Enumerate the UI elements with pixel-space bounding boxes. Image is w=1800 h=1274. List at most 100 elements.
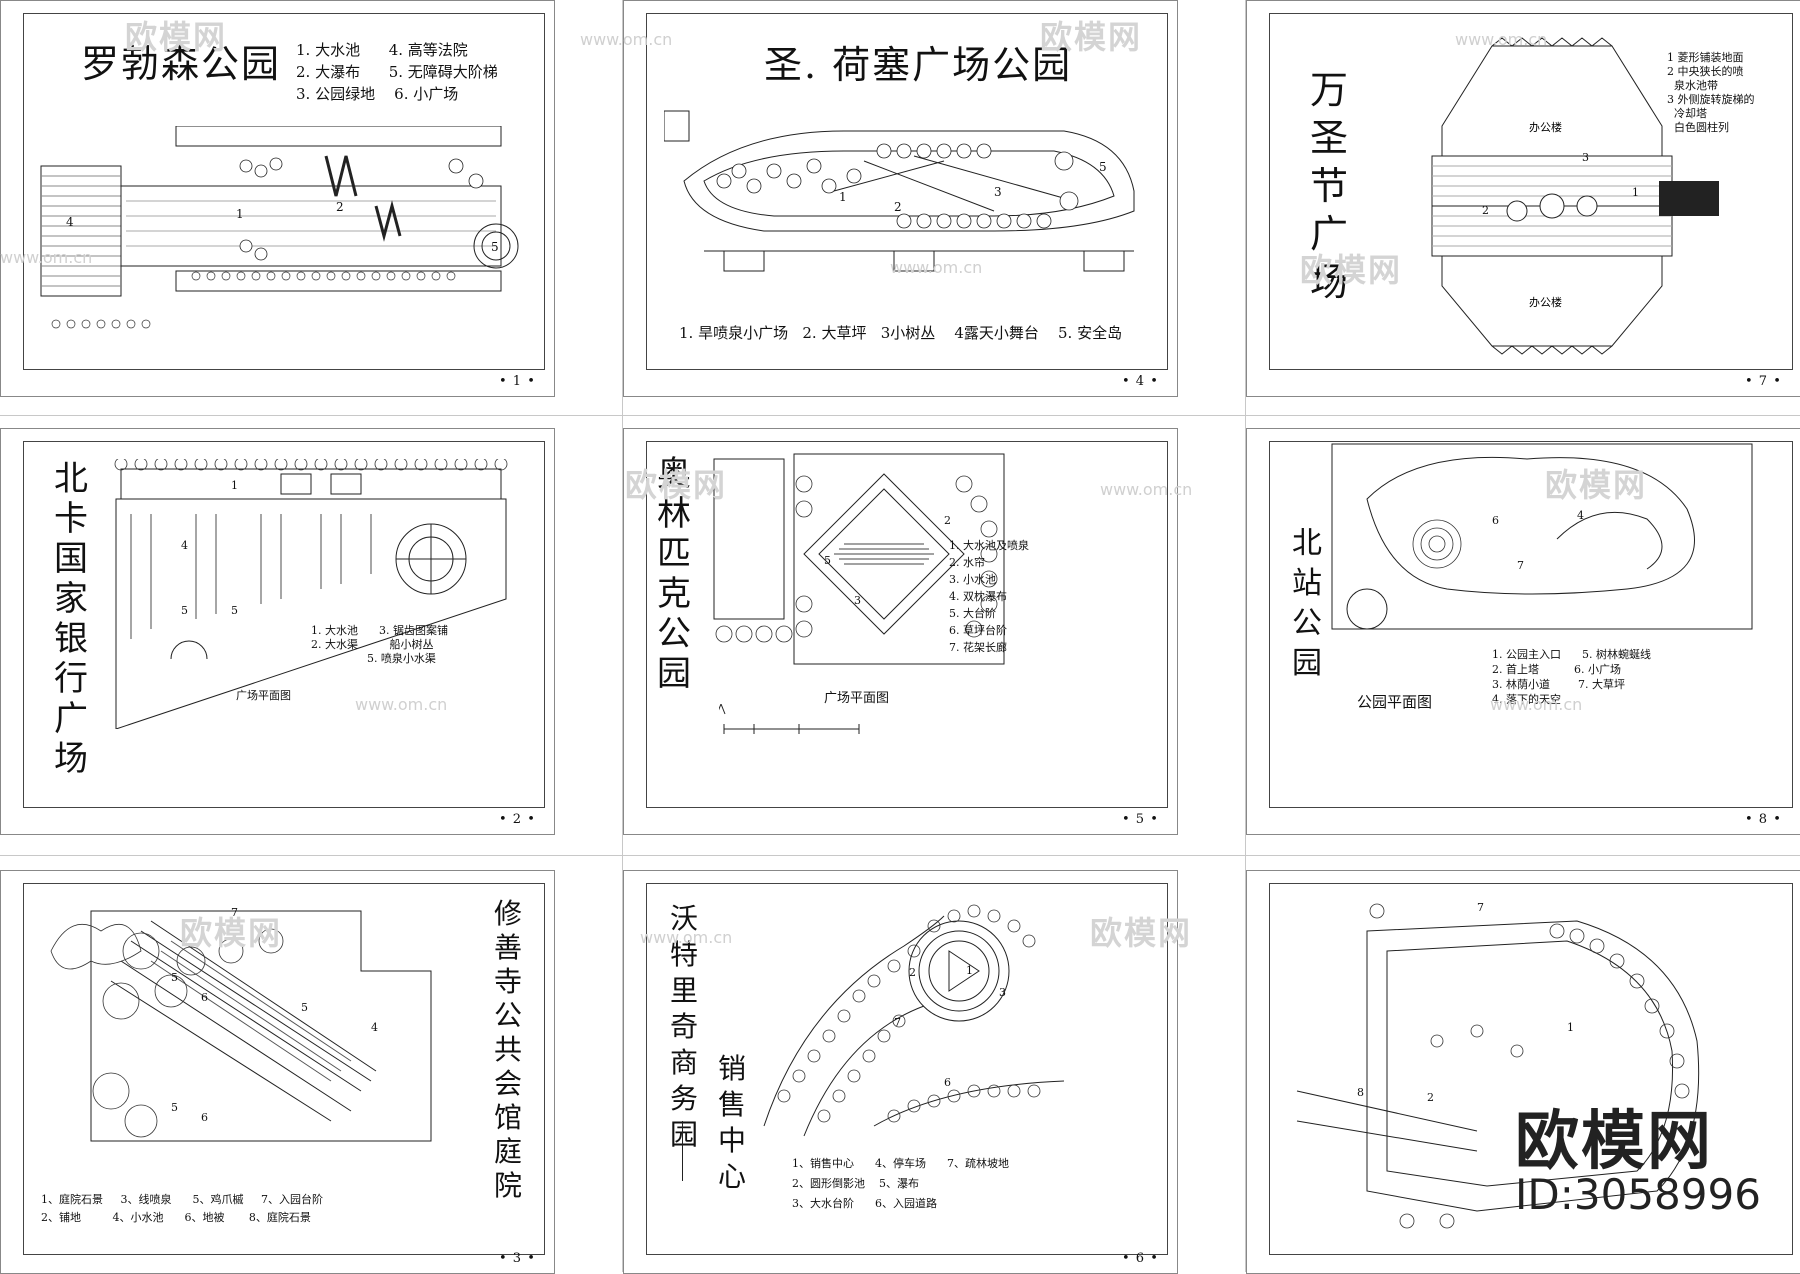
watermark-text: 欧模网 xyxy=(625,466,728,504)
sheet-3: 修善寺公共会馆庭院 5 6 5 4 5 6 7 1、庭院石景 3、线喷泉 5、鸡爪槭 7、入… xyxy=(0,870,555,1274)
sheet-legend: 1、庭院石景 3、线喷泉 5、鸡爪槭 7、入园台阶 2、铺地 4、小水池 6、地… xyxy=(41,1193,323,1224)
sheet-title: 北站公园 xyxy=(1292,526,1322,681)
watermark-url: www.om.cn xyxy=(640,928,733,947)
svg-text:2: 2 xyxy=(909,966,916,979)
sheet-title: 北卡国家银行广场 xyxy=(54,459,88,779)
svg-text:5: 5 xyxy=(231,604,238,617)
svg-text:2: 2 xyxy=(1482,204,1489,217)
svg-text:5: 5 xyxy=(181,604,188,617)
site-plan-drawing: 2 3 5 xyxy=(713,453,1005,665)
watermark-url: www.om.cn xyxy=(580,30,673,49)
svg-text:7: 7 xyxy=(231,906,238,919)
sheet-frame xyxy=(23,441,545,808)
sheet-frame xyxy=(1269,441,1793,808)
svg-text:4: 4 xyxy=(371,1021,378,1034)
svg-text:7: 7 xyxy=(894,1016,901,1029)
watermark-url: www.om.cn xyxy=(0,248,93,267)
sheet-title: 圣. 荷塞广场公园 xyxy=(764,43,1073,87)
brand-logo-text: 欧模网 xyxy=(1515,1105,1713,1179)
watermark-url: www.om.cn xyxy=(1490,695,1583,714)
svg-text:7: 7 xyxy=(1517,559,1524,572)
svg-text:1: 1 xyxy=(966,964,973,977)
svg-text:8: 8 xyxy=(1357,1086,1364,1099)
watermark-text: 欧模网 xyxy=(1040,18,1143,56)
sheet-frame xyxy=(23,883,545,1255)
grid-divider xyxy=(0,855,1800,856)
svg-text:7: 7 xyxy=(1477,901,1484,914)
plan-caption: 广场平面图 xyxy=(236,689,291,702)
plan-caption: 公园平面图 xyxy=(1357,693,1433,711)
watermark-url: www.om.cn xyxy=(355,695,448,714)
sheet-legend: 1. 大水池 4. 高等法院 2. 大瀑布 5. 无障碍大阶梯 3. 公园绿地 … xyxy=(296,41,498,103)
sheet-frame xyxy=(646,883,1168,1255)
watermark-text: 欧模网 xyxy=(1545,466,1648,504)
sheet-legend: 1. 旱喷泉小广场 2. 大草坪 3小树丛 4露天小舞台 5. 安全岛 xyxy=(679,324,1123,342)
svg-text:5: 5 xyxy=(171,971,178,984)
watermark-text: 欧模网 xyxy=(125,18,228,56)
svg-text:3: 3 xyxy=(854,594,861,607)
svg-text:2: 2 xyxy=(1427,1091,1434,1104)
page-number: • 2 • xyxy=(499,812,536,827)
parking-block xyxy=(1659,181,1719,216)
svg-text:2: 2 xyxy=(894,200,902,214)
svg-text:2: 2 xyxy=(944,514,951,527)
svg-text:6: 6 xyxy=(201,991,208,1004)
watermark-url: www.om.cn xyxy=(1455,30,1548,49)
grid-divider xyxy=(1245,0,1246,1272)
sheet-title: 修善寺公共会馆庭院 xyxy=(493,897,522,1202)
page-number: • 7 • xyxy=(1745,374,1782,389)
sheet-title: 奥林匹克公园 xyxy=(657,454,691,694)
watermark-text: 欧模网 xyxy=(180,914,283,952)
sheet-legend: 1、销售中心 4、停车场 7、疏林坡地 2、圆形倒影池 5、瀑布 3、大水台阶 … xyxy=(792,1157,1009,1210)
sheet-frame xyxy=(646,13,1168,370)
sheet-frame xyxy=(23,13,545,370)
svg-text:5: 5 xyxy=(301,1001,308,1014)
plan-caption: 广场平面图 xyxy=(824,691,890,706)
svg-text:1: 1 xyxy=(1632,186,1639,199)
svg-text:3: 3 xyxy=(999,986,1006,999)
svg-text:1: 1 xyxy=(236,207,244,221)
office-label-bottom: 办公楼 xyxy=(1529,295,1562,309)
sheet-9: 7 1 8 2 xyxy=(1246,870,1800,1274)
svg-text:3: 3 xyxy=(1582,151,1589,164)
page-number: • 4 • xyxy=(1122,374,1159,389)
grid-divider xyxy=(0,415,1800,416)
site-plan-drawing: 674 xyxy=(1331,443,1753,630)
sheet-legend: 1 菱形铺装地面 2 中央狭长的喷 泉水池带 3 外侧旋转旋梯的 冷却塔 白色圆… xyxy=(1667,51,1755,134)
svg-text:6: 6 xyxy=(1492,514,1499,527)
sheet-title: 沃特里奇商务园 xyxy=(669,902,698,1151)
watermark-url: www.om.cn xyxy=(890,258,983,277)
sheet-legend: 1. 公园主入口 5. 树林蜿蜒线 2. 首上塔 6. 小广场 3. 林荫小道 … xyxy=(1492,648,1651,706)
brand-id: ID:3058996 xyxy=(1515,1170,1761,1219)
sheet-5: 奥林匹克公园 2 3 5 1. 大水池及喷泉 2. 水帘 3. 小水池 4. 双枕瀑… xyxy=(623,428,1178,835)
svg-text:5: 5 xyxy=(491,240,499,254)
svg-text:1: 1 xyxy=(1567,1021,1574,1034)
watermark-text: 欧模网 xyxy=(1090,914,1193,952)
sheet-frame xyxy=(646,441,1168,808)
svg-text:4: 4 xyxy=(181,539,188,552)
site-plan-drawing: 5 6 5 4 5 6 7 xyxy=(50,906,432,1142)
svg-text:4: 4 xyxy=(66,215,74,229)
sheet-title: 万圣节广场 xyxy=(1309,68,1348,304)
svg-text:5: 5 xyxy=(824,554,831,567)
page-number: • 1 • xyxy=(499,374,536,389)
watermark-text: 欧模网 xyxy=(1300,251,1403,289)
svg-text:6: 6 xyxy=(201,1111,208,1124)
page-number: • 6 • xyxy=(1122,1251,1159,1266)
sheet-1: 罗勃森公园 1. 大水池 4. 高等法院 2. 大瀑布 5. 无障碍大阶梯 3.… xyxy=(0,0,555,397)
site-plan-drawing: 7 1 8 2 xyxy=(1296,901,1700,1229)
office-label-top: 办公楼 xyxy=(1529,120,1562,134)
svg-text:5: 5 xyxy=(171,1101,178,1114)
title-divider xyxy=(682,1121,683,1181)
scale-bar xyxy=(719,704,860,734)
sheet-legend: 1. 大水池 3. 锯齿图案铺 2. 大水渠 船小树丛 5. 喷泉小水渠 xyxy=(311,624,448,665)
sheet-legend: 1. 大水池及喷泉 2. 水帘 3. 小水池 4. 双枕瀑布 5. 大台阶 6.… xyxy=(949,539,1029,654)
watermark-url: www.om.cn xyxy=(1100,480,1193,499)
